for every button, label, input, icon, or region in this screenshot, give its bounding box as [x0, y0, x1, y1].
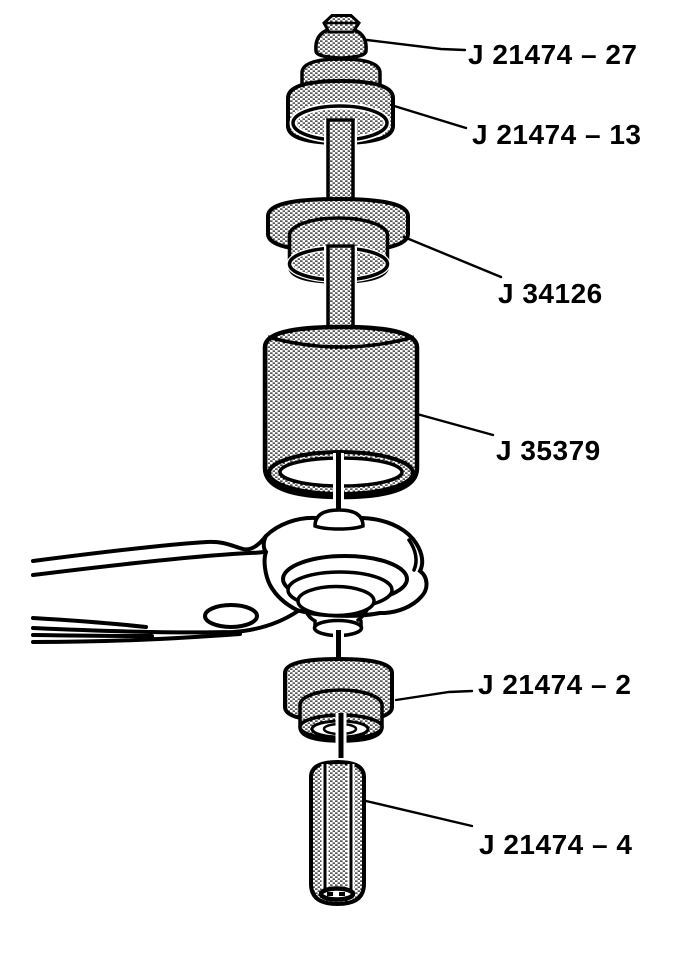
cup-top-face-arc	[267, 335, 415, 349]
arm-top-edge	[31, 534, 268, 563]
press-rod-middle	[324, 244, 357, 334]
press-rod-upper	[324, 118, 357, 210]
socket-mark-right	[339, 892, 345, 896]
leader-j21474-2	[394, 689, 474, 702]
boss-cone-right	[356, 608, 369, 622]
leader-j21474-27	[365, 38, 467, 52]
label-j34126: J 34126	[498, 278, 603, 309]
rod-shaft	[326, 244, 355, 334]
tool-j21474-4-press-screw	[309, 759, 366, 907]
arm-lower-line-2	[31, 609, 300, 635]
driver-upper-flange	[300, 57, 382, 88]
label-j21474-4: J 21474 – 4	[479, 829, 632, 860]
socket-mark-left	[327, 892, 333, 896]
arm-bottom-edge	[31, 632, 242, 644]
tool-j21474-2-receiver	[283, 656, 394, 758]
leader-lines	[364, 38, 503, 828]
leader-j35379	[415, 412, 495, 437]
leader-j21474-13	[389, 103, 468, 130]
label-j35379: J 35379	[496, 435, 601, 466]
tool-j35379-receiver-cup	[262, 324, 420, 514]
arm-hole	[203, 603, 259, 629]
tool-j21474-27-hex-nut	[322, 14, 361, 34]
label-j21474-13: J 21474 – 13	[472, 119, 642, 150]
boss-ring-inner	[296, 584, 376, 618]
screw-hex-socket	[318, 886, 356, 902]
callout-labels: J 21474 – 27 J 21474 – 13 J 34126 J 3537…	[468, 39, 642, 860]
label-j21474-27: J 21474 – 27	[468, 39, 638, 70]
arm-rim-inner-arc	[407, 538, 418, 572]
arm-pivot-dome	[313, 508, 365, 531]
rod-shaft	[326, 118, 355, 210]
arm-lower-line-1	[31, 616, 148, 629]
arm-top-inner-edge	[31, 550, 269, 577]
control-arm	[31, 508, 429, 644]
leader-j21474-4	[364, 799, 474, 828]
arm-lower-line-3	[31, 633, 154, 638]
screw-body	[309, 759, 366, 907]
leader-j34126	[402, 235, 503, 279]
label-j21474-2: J 21474 – 2	[478, 669, 631, 700]
